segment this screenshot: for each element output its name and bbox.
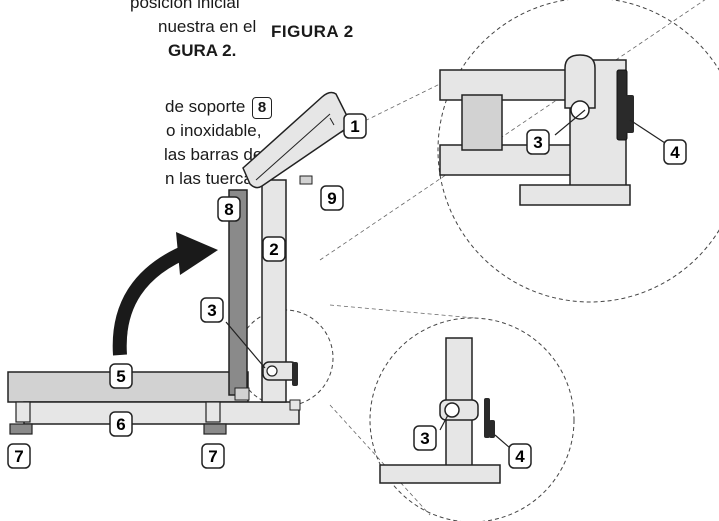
callout-8: 8 <box>217 196 241 222</box>
callout-4-zoom-bottom: 4 <box>508 443 532 469</box>
callout-4-zoom-top: 4 <box>663 139 687 165</box>
svg-text:5: 5 <box>116 367 125 386</box>
text-line-1: posición inicial <box>130 0 240 12</box>
svg-text:1: 1 <box>350 117 359 136</box>
callout-3-main: 3 <box>200 297 224 323</box>
callout-9: 9 <box>320 185 344 211</box>
callout-3-zoom-top: 3 <box>526 129 550 155</box>
text-line-7: n las tuercas <box>165 169 262 188</box>
svg-text:4: 4 <box>670 143 680 162</box>
rotation-arrow <box>112 243 193 356</box>
inline-callout-badge: 8 <box>252 96 273 119</box>
text-line-2: nuestra en el <box>158 17 257 36</box>
zoom-detail-top <box>264 0 719 303</box>
text-line-6: las barras de <box>164 145 263 164</box>
svg-text:3: 3 <box>533 133 542 152</box>
svg-text:6: 6 <box>116 415 125 434</box>
svg-text:2: 2 <box>269 240 278 259</box>
svg-text:3: 3 <box>420 429 429 448</box>
callout-2: 2 <box>262 236 286 262</box>
text-line-4: de soporte 8 <box>165 95 273 119</box>
callout-3-zoom-bottom: 3 <box>413 425 437 451</box>
callout-1: 1 <box>343 113 367 139</box>
svg-text:7: 7 <box>14 447 23 466</box>
svg-text:4: 4 <box>515 447 525 466</box>
callout-5: 5 <box>109 363 133 389</box>
figure-title: FIGURA 2 <box>271 22 354 41</box>
svg-text:7: 7 <box>208 447 217 466</box>
callout-7-left: 7 <box>7 443 31 469</box>
svg-text:9: 9 <box>327 189 336 208</box>
callout-6: 6 <box>109 411 133 437</box>
text-line-5: o inoxidable, <box>166 121 262 140</box>
svg-text:3: 3 <box>207 301 216 320</box>
text-line-3: GURA 2. <box>168 41 237 60</box>
scale-main <box>7 91 350 435</box>
zoom-detail-bottom <box>329 304 575 521</box>
callout-7-right: 7 <box>201 443 225 469</box>
svg-text:8: 8 <box>224 200 233 219</box>
